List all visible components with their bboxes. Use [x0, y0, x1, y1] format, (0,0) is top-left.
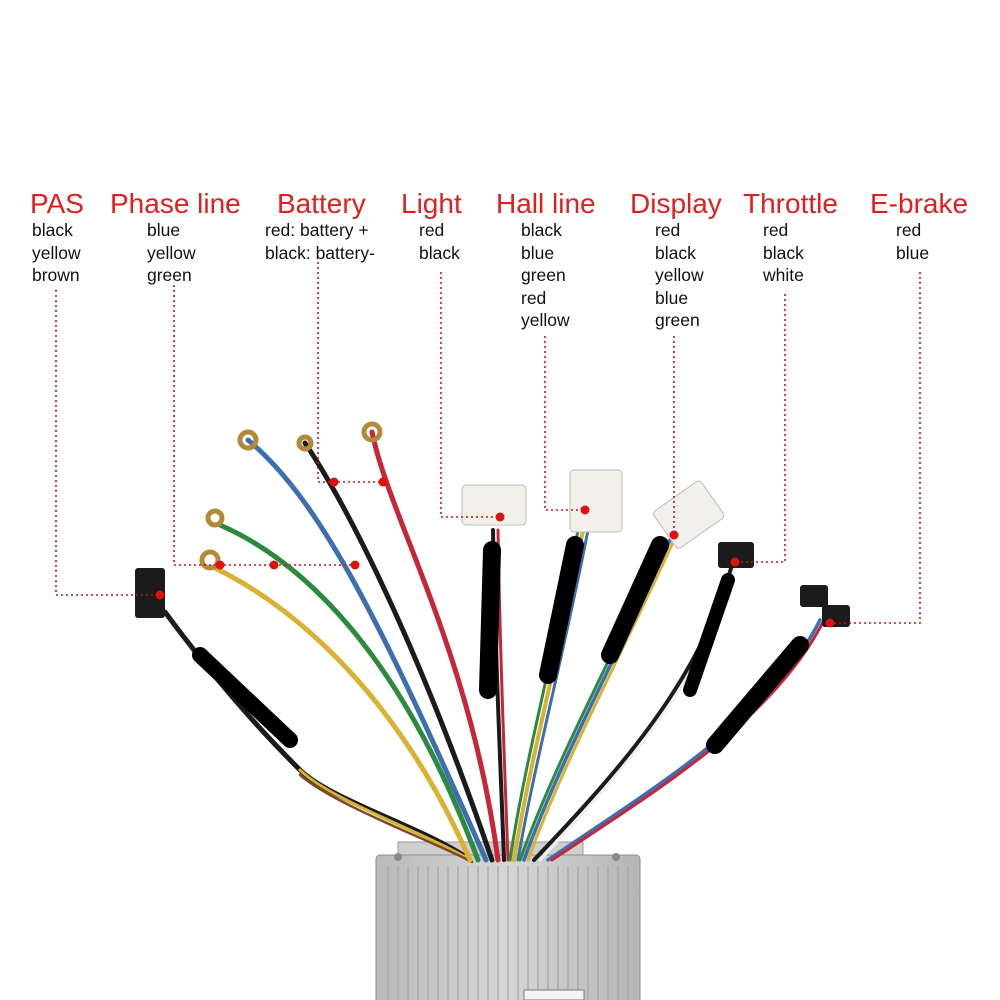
label-line: blue: [655, 287, 689, 308]
label-phase-line: Phase line blue yellow green: [110, 189, 241, 287]
label-title: PAS: [30, 188, 84, 219]
throttle-connector: [718, 542, 754, 568]
phase-yellow-wire: [212, 565, 473, 863]
phase-green-wire: [217, 522, 481, 863]
label-title: Light: [401, 188, 462, 219]
label-line: red: [655, 220, 681, 240]
leader-dot: [155, 590, 165, 600]
leader-dot: [730, 557, 740, 567]
light-connector: [461, 484, 527, 526]
leader-hall-line: [544, 336, 585, 511]
label-line: black: battery-: [265, 242, 375, 263]
label-line: yellow: [147, 242, 196, 263]
label-line: yellow: [655, 265, 704, 285]
label-line: black: [763, 242, 804, 263]
label-title: Throttle: [743, 188, 838, 219]
label-line: blue: [521, 242, 555, 263]
phase-blue-wire: [245, 437, 489, 863]
label-line: black: [32, 220, 73, 240]
label-line: yellow: [32, 242, 81, 263]
label-line: white: [763, 265, 804, 285]
label-title: Phase line: [110, 188, 241, 219]
label-line: red: [521, 287, 547, 308]
leader-throttle: [735, 294, 786, 563]
label-line: brown: [32, 265, 80, 285]
label-hall-line: Hall line black blue green red yellow: [496, 189, 596, 332]
leader-pas: [55, 290, 160, 596]
label-title: Display: [630, 188, 722, 219]
display-connector: [653, 480, 725, 549]
leader-dot: [669, 530, 679, 540]
ring-terminal: [361, 421, 383, 443]
label-line: black: [419, 242, 460, 263]
ring-terminals: [199, 421, 383, 571]
leader-dot: [269, 560, 279, 570]
ring-terminal: [237, 429, 259, 451]
hall-connector: [569, 469, 623, 533]
leader-dot: [495, 512, 505, 522]
label-line: yellow: [521, 310, 570, 330]
label-line: black: [655, 242, 696, 263]
controller-housing: [375, 841, 641, 1000]
ring-terminal: [199, 549, 221, 571]
leader-dot: [329, 477, 339, 487]
leader-dot: [825, 618, 835, 628]
label-pas: PAS black yellow brown: [30, 189, 84, 287]
label-battery: Battery red: battery + black: battery-: [265, 189, 375, 264]
label-line: red: battery +: [265, 220, 369, 240]
label-line: green: [655, 310, 700, 330]
label-display: Display red black yellow blue green: [630, 189, 722, 332]
ring-terminal: [296, 434, 314, 452]
label-light: Light red black: [401, 189, 462, 264]
leader-battery: [317, 262, 383, 483]
battery-black-wire: [302, 440, 495, 863]
label-line: red: [896, 220, 922, 240]
leader-dot: [580, 505, 590, 515]
label-e-brake: E-brake red blue: [870, 189, 968, 264]
leader-dot: [350, 560, 360, 570]
label-title: E-brake: [870, 188, 969, 219]
label-line: green: [147, 265, 192, 285]
leader-dot: [215, 560, 225, 570]
sleeves: [192, 536, 809, 754]
label-throttle: Throttle red black white: [743, 189, 838, 287]
label-line: red: [763, 220, 789, 240]
leader-light: [440, 272, 500, 518]
label-title: Battery: [277, 188, 366, 219]
battery-red-wire: [369, 429, 501, 863]
leader-dots: [155, 477, 835, 628]
leader-phase-line: [173, 285, 355, 566]
label-line: green: [521, 265, 566, 285]
pas-connector: [135, 568, 165, 618]
leader-lines: [55, 262, 921, 624]
label-line: blue: [896, 242, 930, 263]
ring-terminal: [205, 508, 225, 528]
leader-e-brake: [830, 272, 921, 624]
label-line: blue: [147, 220, 181, 240]
label-line: black: [521, 220, 562, 240]
label-line: red: [419, 220, 445, 240]
label-title: Hall line: [496, 188, 596, 219]
leader-dot: [378, 477, 388, 487]
e-brake-connector: [800, 585, 828, 607]
